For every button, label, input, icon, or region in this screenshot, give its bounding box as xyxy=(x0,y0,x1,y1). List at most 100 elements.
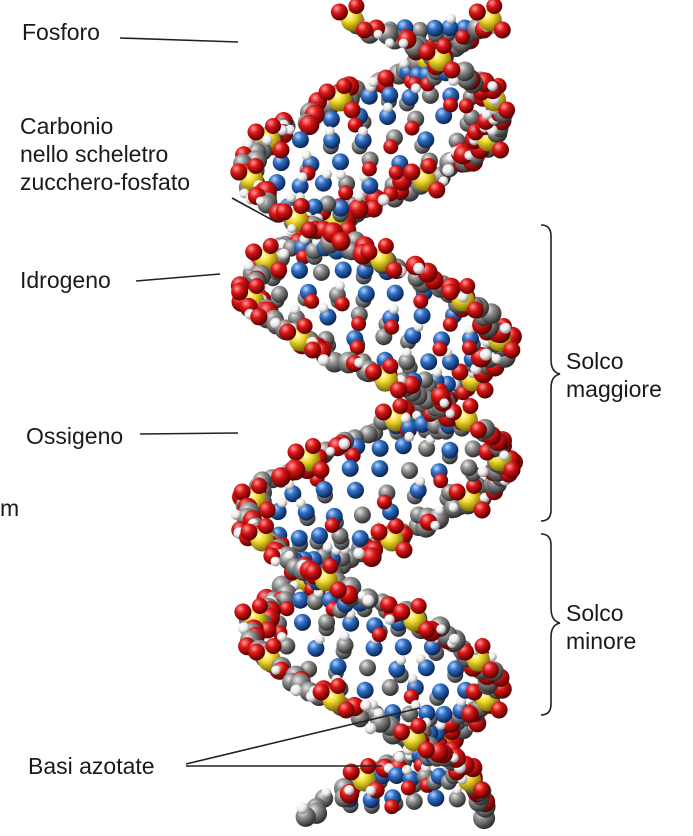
oxygen-atom xyxy=(305,564,322,581)
hydrogen-atom xyxy=(366,786,376,796)
nitrogen-atom xyxy=(441,442,458,459)
oxygen-atom xyxy=(461,705,479,723)
leader-ossigeno xyxy=(140,433,238,434)
nitrogen-atom xyxy=(381,87,398,104)
oxygen-atom xyxy=(385,262,402,279)
oxygen-atom xyxy=(498,102,515,119)
label-solco-minore-line-1: Solco xyxy=(566,599,636,627)
hydrogen-atom xyxy=(430,521,439,530)
label-carbonio-line-3: zucchero-fosfato xyxy=(20,168,190,196)
oxygen-atom xyxy=(332,232,351,251)
oxygen-atom xyxy=(271,467,291,487)
oxygen-atom xyxy=(473,782,490,799)
oxygen-atom xyxy=(266,638,282,654)
oxygen-atom xyxy=(325,518,340,533)
label-solco-minore: Solco minore xyxy=(566,599,636,655)
hydrogen-atom xyxy=(446,14,456,24)
oxygen-atom xyxy=(371,524,388,541)
nitrogen-atom xyxy=(294,614,311,631)
oxygen-atom xyxy=(279,601,294,616)
oxygen-atom xyxy=(393,724,410,741)
oxygen-atom xyxy=(378,238,394,254)
oxygen-atom xyxy=(230,164,247,181)
carbon-atom xyxy=(271,286,288,303)
oxygen-atom xyxy=(301,222,318,239)
oxygen-atom xyxy=(331,4,348,21)
hydrogen-atom xyxy=(286,193,296,203)
label-carbonio-line-2: nello scheletro xyxy=(20,140,190,168)
bracket-solco-maggiore xyxy=(541,225,560,521)
oxygen-atom xyxy=(248,158,264,174)
nitrogen-atom xyxy=(358,286,375,303)
oxygen-atom xyxy=(432,341,447,356)
nitrogen-atom xyxy=(371,460,388,477)
oxygen-atom xyxy=(305,438,321,454)
hydrogen-atom xyxy=(404,432,414,442)
oxygen-atom xyxy=(304,342,321,359)
hydrogen-atom xyxy=(277,498,287,508)
oxygen-atom xyxy=(372,627,387,642)
hydrogen-atom xyxy=(389,304,399,314)
nitrogen-atom xyxy=(395,638,412,655)
nitrogen-atom xyxy=(420,353,437,370)
oxygen-atom xyxy=(393,604,410,621)
oxygen-atom xyxy=(245,244,262,261)
hydrogen-atom xyxy=(368,77,378,87)
hydrogen-atom xyxy=(353,548,364,559)
carbon-atom xyxy=(313,264,330,281)
oxygen-atom xyxy=(276,204,293,221)
nitrogen-atom xyxy=(316,481,333,498)
nitrogen-atom xyxy=(357,682,374,699)
oxygen-atom xyxy=(234,604,251,621)
hydrogen-atom xyxy=(449,503,459,513)
oxygen-atom xyxy=(401,780,416,795)
nitrogen-atom xyxy=(417,131,434,148)
oxygen-atom xyxy=(503,342,520,359)
oxygen-atom xyxy=(482,662,499,679)
oxygen-atom xyxy=(459,98,474,113)
hydrogen-atom xyxy=(449,634,460,645)
oxygen-atom xyxy=(462,340,477,355)
hydrogen-atom xyxy=(402,348,412,358)
label-fragment: m xyxy=(0,494,19,522)
label-carbonio-line-1: Carbonio xyxy=(20,112,190,140)
oxygen-atom xyxy=(418,44,435,61)
oxygen-atom xyxy=(362,547,382,567)
oxygen-atom xyxy=(389,165,404,180)
hydrogen-atom xyxy=(319,303,329,313)
hydrogen-atom xyxy=(297,172,307,182)
hydrogen-atom xyxy=(500,323,511,334)
oxygen-atom xyxy=(449,484,466,501)
hydrogen-atom xyxy=(415,476,425,486)
oxygen-atom xyxy=(494,22,511,39)
oxygen-atom xyxy=(443,97,458,112)
hydrogen-atom xyxy=(315,634,325,644)
nitrogen-atom xyxy=(432,683,449,700)
nitrogen-atom xyxy=(372,440,389,457)
nitrogen-atom xyxy=(291,262,308,279)
hydrogen-atom xyxy=(399,39,409,49)
hydrogen-atom xyxy=(271,557,281,567)
nitrogen-atom xyxy=(352,530,369,547)
nitrogen-atom xyxy=(330,658,347,675)
oxygen-atom xyxy=(442,284,459,301)
oxygen-atom xyxy=(410,718,426,734)
hydrogen-atom xyxy=(442,164,454,176)
hydrogen-atom xyxy=(478,466,489,477)
hydrogen-atom xyxy=(278,249,289,260)
oxygen-atom xyxy=(356,22,373,39)
oxygen-atom xyxy=(436,38,452,54)
hydrogen-atom xyxy=(365,723,377,735)
oxygen-atom xyxy=(330,678,346,694)
oxygen-atom xyxy=(491,702,508,719)
oxygen-atom xyxy=(304,294,319,309)
label-fosforo: Fosforo xyxy=(22,18,100,46)
oxygen-atom xyxy=(248,124,265,141)
oxygen-atom xyxy=(475,638,491,654)
hydrogen-atom xyxy=(290,685,302,697)
hydrogen-atom xyxy=(326,447,335,456)
oxygen-atom xyxy=(319,84,336,101)
oxygen-atom xyxy=(297,318,313,334)
label-basi-azotate: Basi azotate xyxy=(28,752,155,780)
carbon-atom xyxy=(359,659,376,676)
